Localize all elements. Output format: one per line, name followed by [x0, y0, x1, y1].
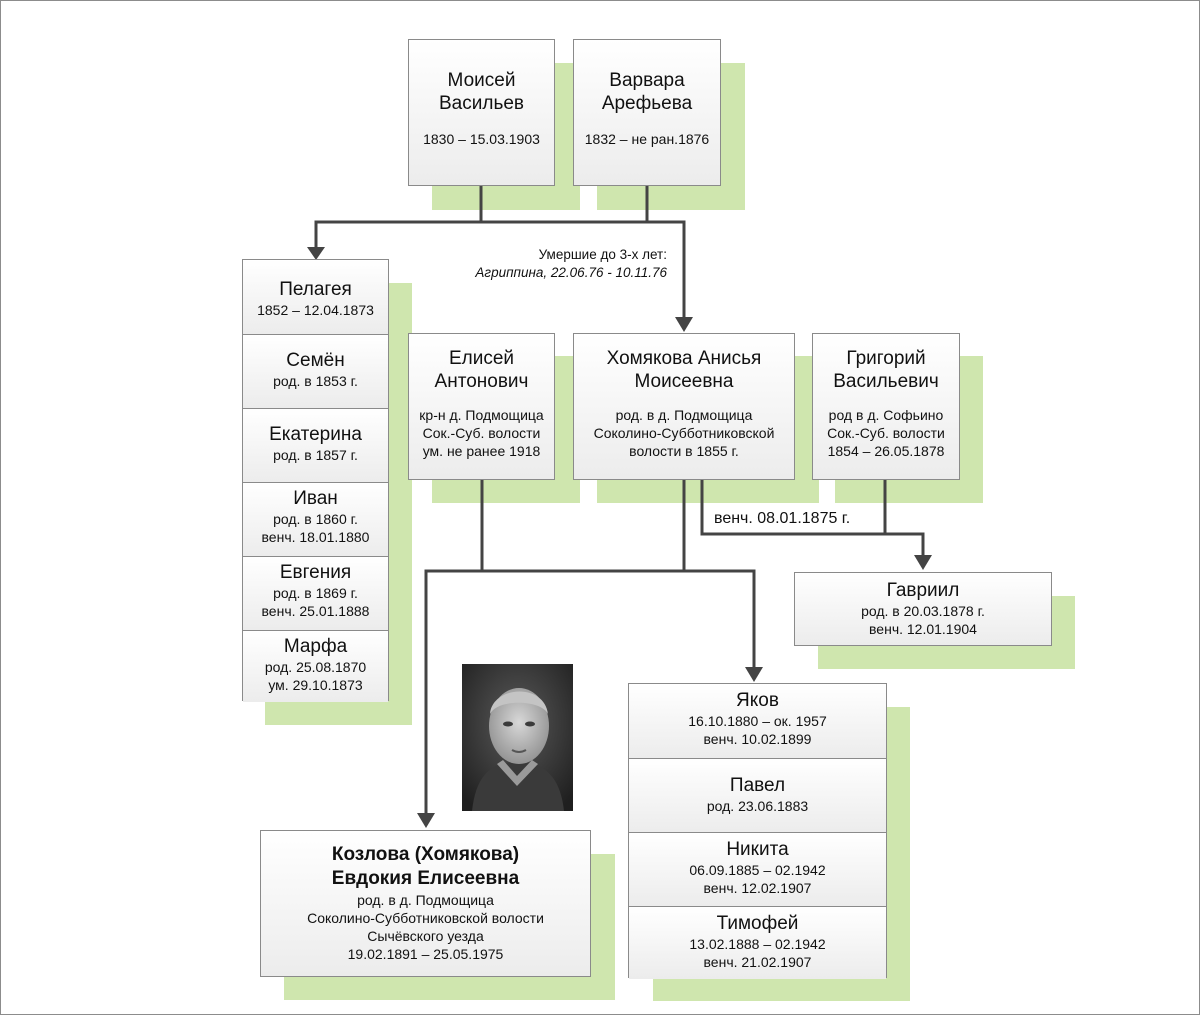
sibling-card[interactable]: Марфа род. 25.08.1870 ум. 29.10.1873 — [243, 630, 388, 702]
person-card-grigoriy[interactable]: Григорий Васильевич род в д. Софьино Сок… — [812, 333, 960, 480]
sibling-card[interactable]: Пелагея 1852 – 12.04.1873 — [243, 260, 388, 334]
person-card-anisya[interactable]: Хомякова Анисья Моисеевна род. в д. Подм… — [573, 333, 795, 480]
sibling-info: ум. 29.10.1873 — [268, 677, 363, 693]
person-name: Васильевич — [833, 371, 939, 392]
sibling-info: род. в 1857 г. — [273, 447, 358, 463]
son-info: венч. 10.02.1899 — [703, 731, 812, 747]
person-info: Соколино-Субботниковской волости — [307, 910, 544, 926]
person-name: Григорий — [846, 348, 926, 369]
person-card-elisey[interactable]: Елисей Антонович кр-н д. Подмощица Сок.-… — [408, 333, 555, 480]
son-info: род. 23.06.1883 — [706, 798, 809, 814]
person-info: род в д. Софьино — [828, 407, 944, 423]
person-info: волости в 1855 г. — [629, 443, 739, 459]
son-info: 06.09.1885 – 02.1942 — [689, 862, 826, 878]
person-name: Антонович — [434, 371, 529, 392]
son-info: 16.10.1880 – ок. 1957 — [688, 713, 827, 729]
sibling-name: Пелагея — [279, 279, 352, 300]
sibling-info: венч. 18.01.1880 — [261, 529, 370, 545]
sibling-name: Марфа — [283, 636, 348, 657]
person-info: ум. не ранее 1918 — [422, 443, 541, 459]
sibling-card[interactable]: Семён род. в 1853 г. — [243, 334, 388, 408]
infant-deaths-note: Умершие до 3-х лет: Агриппина, 22.06.76 … — [431, 246, 667, 282]
son-info: венч. 21.02.1907 — [703, 954, 812, 970]
sibling-info: род. 25.08.1870 — [264, 659, 367, 675]
person-card-moisey[interactable]: Моисей Васильев 1830 – 15.03.1903 — [408, 39, 555, 186]
portrait-image — [462, 664, 573, 811]
person-info: венч. 12.01.1904 — [869, 621, 977, 637]
sibling-info: род. в 1869 г. — [273, 585, 358, 601]
connector-line — [424, 569, 756, 815]
note-entry: Агриппина, 22.06.76 - 10.11.76 — [475, 265, 667, 280]
son-card[interactable]: Тимофей 13.02.1888 – 02.1942 венч. 21.02… — [629, 906, 886, 979]
sibling-name: Иван — [293, 488, 338, 509]
person-info: Сычёвского уезда — [367, 928, 484, 944]
person-name: Васильев — [439, 93, 524, 114]
person-card-varvara[interactable]: Варвара Арефьева 1832 – не ран.1876 — [573, 39, 721, 186]
person-card-evdokia[interactable]: Козлова (Хомякова) Евдокия Елисеевна род… — [260, 830, 591, 977]
sibling-info: род. в 1860 г. — [273, 511, 358, 527]
person-name: Хомякова Анисья — [606, 348, 762, 369]
sibling-card[interactable]: Екатерина род. в 1857 г. — [243, 408, 388, 482]
arrowhead — [307, 247, 325, 260]
sibling-card[interactable]: Иван род. в 1860 г. венч. 18.01.1880 — [243, 482, 388, 556]
arrowhead — [745, 667, 763, 682]
son-card[interactable]: Яков 16.10.1880 – ок. 1957 венч. 10.02.1… — [629, 684, 886, 758]
person-info: Сок.-Суб. волости — [422, 425, 541, 441]
sibling-info: род. в 1853 г. — [273, 373, 358, 389]
person-dates: 1830 – 15.03.1903 — [423, 131, 540, 147]
sibling-name: Екатерина — [269, 424, 362, 445]
sons-column: Яков 16.10.1880 – ок. 1957 венч. 10.02.1… — [628, 683, 887, 979]
person-info: кр-н д. Подмощица — [419, 407, 544, 423]
portrait-photo — [462, 664, 573, 811]
arrowhead — [417, 813, 435, 828]
son-name: Яков — [736, 690, 779, 711]
connector-line — [314, 220, 686, 319]
person-name: Козлова (Хомякова) — [331, 844, 520, 865]
sibling-info: 1852 – 12.04.1873 — [257, 302, 374, 318]
person-name: Гавриил — [886, 580, 960, 601]
son-info: 13.02.1888 – 02.1942 — [689, 936, 826, 952]
connector-line — [700, 480, 925, 557]
arrowhead — [914, 555, 932, 570]
son-name: Никита — [726, 839, 789, 860]
son-card[interactable]: Павел род. 23.06.1883 — [629, 758, 886, 832]
person-name: Евдокия Елисеевна — [331, 868, 520, 889]
son-info: венч. 12.02.1907 — [703, 880, 812, 896]
person-info: род. в д. Подмощица — [357, 892, 494, 908]
person-dates: 1832 – не ран.1876 — [584, 131, 710, 147]
person-info: Соколино-Субботниковской — [593, 425, 775, 441]
sibling-name: Евгения — [279, 562, 352, 583]
person-info: 1854 – 26.05.1878 — [827, 443, 945, 459]
person-name: Елисей — [448, 348, 515, 369]
person-name: Арефьева — [601, 93, 693, 114]
sibling-card[interactable]: Евгения род. в 1869 г. венч. 25.01.1888 — [243, 556, 388, 630]
son-name: Тимофей — [716, 913, 799, 934]
person-name: Варвара — [609, 70, 685, 91]
person-info: род. в д. Подмощица — [615, 407, 753, 423]
note-title: Умершие до 3-х лет: — [538, 247, 667, 262]
person-card-gavriil[interactable]: Гавриил род. в 20.03.1878 г. венч. 12.01… — [794, 572, 1052, 646]
son-name: Павел — [729, 775, 786, 796]
person-info: Сок.-Суб. волости — [827, 425, 945, 441]
sibling-name: Семён — [286, 350, 345, 371]
person-info: 19.02.1891 – 25.05.1975 — [347, 946, 504, 962]
sibling-info: венч. 25.01.1888 — [261, 603, 370, 619]
siblings-column: Пелагея 1852 – 12.04.1873 Семён род. в 1… — [242, 259, 389, 702]
person-name: Моисеевна — [634, 371, 734, 392]
son-card[interactable]: Никита 06.09.1885 – 02.1942 венч. 12.02.… — [629, 832, 886, 906]
wedding-note: венч. 08.01.1875 г. — [714, 510, 851, 527]
person-info: род. в 20.03.1878 г. — [861, 603, 985, 619]
person-name: Моисей — [447, 70, 516, 91]
arrowhead — [675, 317, 693, 332]
